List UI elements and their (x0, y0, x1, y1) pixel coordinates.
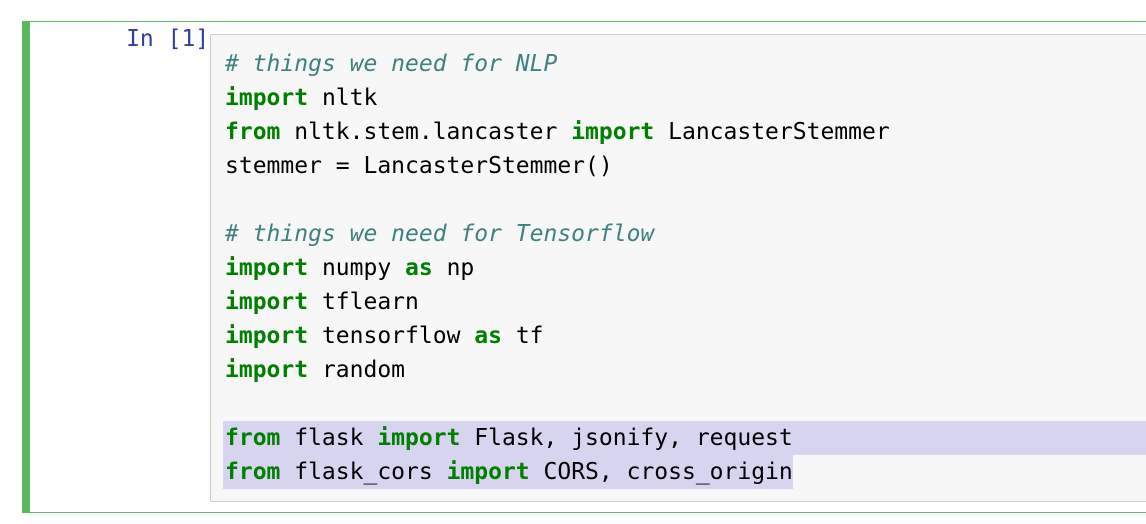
code-line[interactable]: # things we need for Tensorflow (225, 217, 1146, 251)
code-line[interactable]: from nltk.stem.lancaster import Lancaste… (225, 115, 1146, 149)
code-token: flask_cors (280, 459, 447, 485)
code-line[interactable]: # things we need for NLP (225, 47, 1146, 81)
code-token: tflearn (308, 289, 419, 315)
keyword-token: from (225, 119, 281, 145)
keyword-token: from (225, 459, 281, 485)
code-line[interactable]: import random (225, 353, 1146, 387)
code-token: tensorflow (308, 323, 475, 349)
code-token: numpy (308, 255, 406, 281)
keyword-token: import (225, 357, 309, 383)
code-line[interactable]: import numpy as np (225, 251, 1146, 285)
code-token: stemmer = LancasterStemmer() (225, 153, 613, 179)
code-token: np (432, 255, 475, 281)
code-token: random (308, 357, 406, 383)
code-line[interactable]: from flask import Flask, jsonify, reques… (223, 421, 1146, 455)
code-token: CORS, cross_origin (529, 459, 793, 485)
code-line[interactable]: stemmer = LancasterStemmer() (225, 149, 1146, 183)
keyword-token: import (225, 289, 309, 315)
keyword-token: import (377, 425, 461, 451)
code-token: Flask, jsonify, request (460, 425, 793, 451)
comment-token: # things we need for Tensorflow (225, 221, 655, 247)
keyword-token: import (225, 255, 309, 281)
code-line[interactable]: import tensorflow as tf (225, 319, 1146, 353)
selection-highlight: from flask_cors import CORS, cross_origi… (223, 455, 793, 489)
code-line[interactable]: import tflearn (225, 285, 1146, 319)
code-token: tf (501, 323, 544, 349)
code-line[interactable] (225, 387, 1146, 421)
keyword-token: import (446, 459, 530, 485)
code-token: flask (280, 425, 378, 451)
comment-token: # things we need for NLP (225, 51, 558, 77)
keyword-token: from (225, 425, 281, 451)
code-line[interactable] (225, 183, 1146, 217)
keyword-token: import (571, 119, 655, 145)
code-line[interactable]: import nltk (225, 81, 1146, 115)
input-prompt: In [1]: (126, 26, 223, 52)
code-token: LancasterStemmer (654, 119, 890, 145)
keyword-token: as (405, 255, 433, 281)
keyword-token: import (225, 323, 309, 349)
keyword-token: import (225, 85, 309, 111)
code-token: nltk (308, 85, 378, 111)
keyword-token: as (474, 323, 502, 349)
notebook-code-cell[interactable]: In [1]: # things we need for NLP import n… (22, 21, 1146, 513)
code-token: nltk.stem.lancaster (280, 119, 572, 145)
code-line[interactable]: from flask_cors import CORS, cross_origi… (223, 455, 1146, 489)
